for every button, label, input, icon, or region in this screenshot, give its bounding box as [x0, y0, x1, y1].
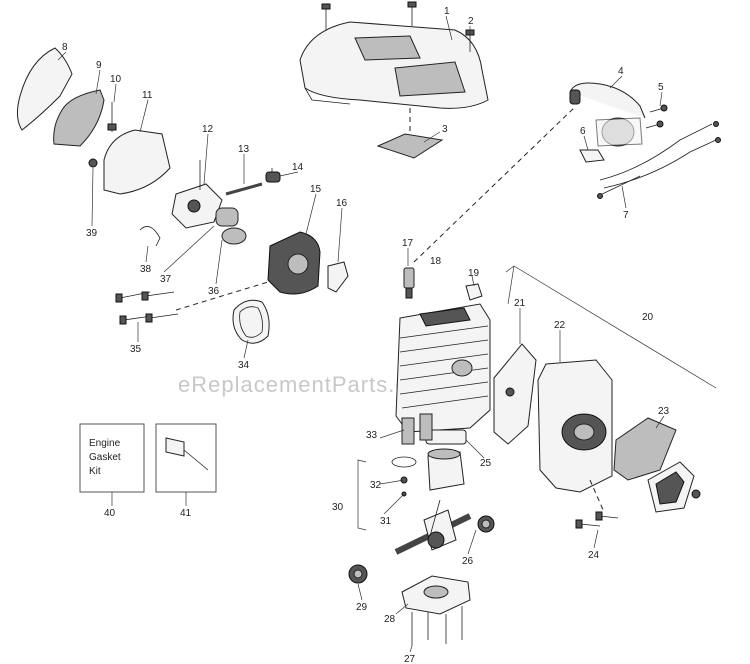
callout-25: 25 — [480, 458, 492, 469]
callout-33: 33 — [366, 430, 378, 441]
part-intake-boot[interactable] — [215, 207, 239, 227]
part-throttle-rod[interactable] — [139, 226, 161, 247]
part-decompression-valve[interactable] — [465, 283, 483, 301]
part-spark-arrestor[interactable] — [613, 417, 695, 513]
box-leaders — [111, 492, 187, 506]
callout-17: 17 — [402, 238, 414, 249]
callout-40: 40 — [104, 508, 116, 519]
callout-32: 32 — [370, 480, 382, 491]
part-crank-bearing-left[interactable] — [348, 564, 368, 584]
part-crankcase-screws[interactable] — [411, 606, 463, 646]
callout-16: 16 — [336, 198, 348, 209]
callout-12: 12 — [202, 124, 214, 135]
tool-icon — [165, 437, 209, 471]
callout-3: 3 — [442, 124, 448, 135]
engine-gasket-kit-box[interactable] — [79, 423, 145, 493]
callout-22: 22 — [554, 320, 566, 331]
part-filter-base[interactable] — [103, 129, 171, 195]
part-ground-clip[interactable] — [579, 149, 605, 163]
callout-6: 6 — [580, 126, 586, 137]
crankcase-bore — [423, 585, 449, 599]
part-piston[interactable] — [427, 448, 465, 491]
gasket-hole — [505, 387, 515, 397]
part-intake-manifold[interactable] — [267, 231, 321, 295]
callout-28: 28 — [384, 614, 396, 625]
callout-14: 14 — [292, 162, 304, 173]
callout-34: 34 — [238, 360, 250, 371]
callout-7: 7 — [623, 210, 629, 221]
callout-24: 24 — [588, 550, 600, 561]
callout-11: 11 — [142, 90, 153, 101]
callout-31: 31 — [380, 516, 392, 527]
callout-13: 13 — [238, 144, 250, 155]
part-ignition-module[interactable] — [569, 82, 646, 147]
part-piston-rings[interactable] — [391, 456, 417, 468]
part-spark-plug[interactable] — [403, 267, 415, 299]
callout-21: 21 — [514, 298, 526, 309]
callout-1: 1 — [444, 6, 450, 17]
part-air-filter[interactable] — [53, 89, 105, 147]
callout-26: 26 — [462, 556, 474, 567]
part-muffler-nut[interactable] — [691, 489, 701, 499]
callout-2: 2 — [468, 16, 474, 27]
callout-30: 30 — [332, 502, 344, 513]
callout-38: 38 — [140, 264, 152, 275]
kit-line-2: Gasket — [89, 452, 121, 463]
piston-group-bracket — [357, 459, 367, 531]
part-cylinder[interactable] — [395, 303, 491, 433]
part-top-cover[interactable] — [299, 21, 489, 109]
part-filter-screw[interactable] — [107, 102, 117, 132]
spark-plug-guide — [413, 105, 577, 263]
callout-15: 15 — [310, 184, 322, 195]
callout-19: 19 — [468, 268, 480, 279]
callout-5: 5 — [658, 82, 664, 93]
kit-line-3: Kit — [89, 466, 101, 477]
part-crankshaft[interactable] — [394, 499, 472, 555]
part-manifold-gasket[interactable] — [232, 299, 270, 344]
tool-box[interactable] — [155, 423, 217, 493]
muffler-group-bracket — [505, 265, 717, 389]
callout-41: 41 — [180, 508, 192, 519]
callout-27: 27 — [404, 654, 416, 664]
part-crank-bearing-right[interactable] — [477, 515, 495, 533]
bolt-guide — [175, 281, 269, 311]
part-intake-gasket[interactable] — [221, 227, 247, 245]
callout-29: 29 — [356, 602, 368, 613]
part-adjuster[interactable] — [265, 168, 281, 183]
callout-4: 4 — [618, 66, 624, 77]
watermark-text: eReplacementParts.com — [178, 372, 440, 397]
callout-35: 35 — [130, 344, 142, 355]
part-air-filter-cover[interactable] — [16, 47, 73, 131]
part-fuel-line[interactable] — [225, 182, 263, 196]
kit-line-1: Engine — [89, 438, 121, 449]
part-manifold-bolts[interactable] — [115, 291, 179, 325]
part-muffler-bolts[interactable] — [575, 511, 619, 529]
callout-numbers: 1 2 3 4 5 6 7 8 9 10 11 12 13 14 15 16 1… — [62, 6, 670, 664]
part-muffler-gasket[interactable] — [493, 343, 537, 445]
callout-8: 8 — [62, 42, 68, 53]
part-muffler[interactable] — [537, 359, 613, 493]
callout-18: 18 — [430, 256, 442, 267]
part-filter-nut[interactable] — [88, 158, 98, 168]
part-ignition-screws[interactable] — [645, 104, 668, 129]
callout-10: 10 — [110, 74, 122, 85]
callout-9: 9 — [96, 60, 102, 71]
callout-20: 20 — [642, 312, 654, 323]
muffler-bolt-guide — [589, 479, 605, 513]
part-cover-pad[interactable] — [376, 133, 444, 159]
part-impulse-hose[interactable] — [327, 261, 349, 293]
part-carburetor[interactable] — [171, 160, 223, 229]
callout-36: 36 — [208, 286, 220, 297]
part-wire-harness[interactable] — [597, 121, 721, 199]
leader-lines — [57, 15, 665, 653]
callout-37: 37 — [160, 274, 172, 285]
callout-39: 39 — [86, 228, 98, 239]
part-transfer-covers[interactable] — [401, 413, 433, 445]
callout-23: 23 — [658, 406, 670, 417]
